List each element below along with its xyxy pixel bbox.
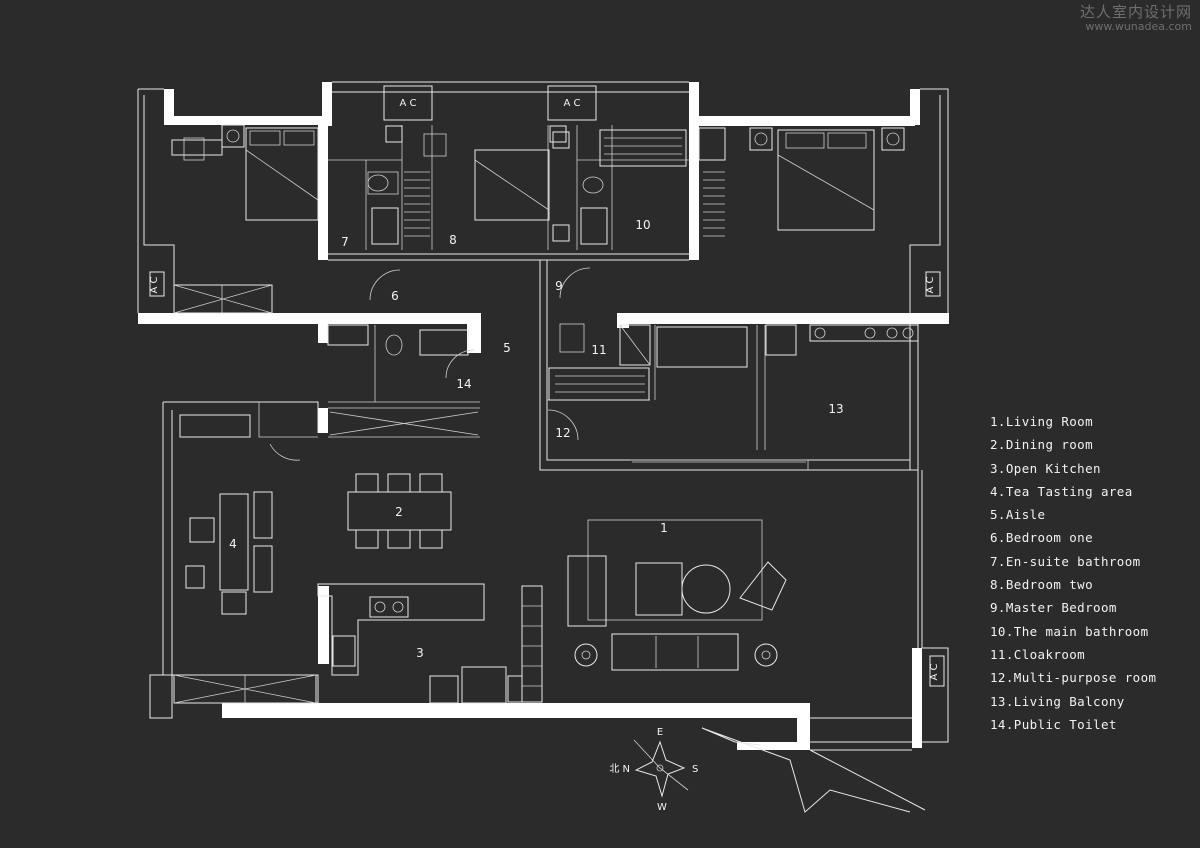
legend-item: 4.Tea Tasting area (990, 483, 1133, 499)
compass-star-icon (634, 740, 686, 798)
watermark-url: www.wunadea.com (1085, 20, 1192, 34)
walls (138, 82, 949, 750)
room-number: 3 (416, 646, 424, 660)
compass-north: 北 N (609, 763, 630, 775)
room-number: 2 (395, 505, 403, 519)
legend-item: 12.Multi-purpose room (990, 670, 1157, 686)
room-legend: 1.Living Room 2.Dining room 3.Open Kitch… (990, 412, 1156, 738)
room-numbers: 1 2 3 4 5 6 7 8 9 10 11 12 13 14 (229, 218, 843, 660)
central-block-furniture (367, 85, 687, 245)
ac-label: A C (149, 276, 160, 293)
legend-item: 1.Living Room (990, 414, 1094, 429)
ac-label: A C (929, 663, 940, 680)
legend-item: 11.Cloakroom (990, 646, 1086, 662)
legend-item: 5.Aisle (990, 507, 1046, 523)
room-number: 5 (503, 341, 511, 355)
door-swings (269, 267, 591, 461)
legend-item: 3.Open Kitchen (990, 460, 1101, 476)
dining-furniture (347, 473, 452, 549)
legend-item: 8.Bedroom two (990, 577, 1094, 593)
room-number: 6 (391, 289, 399, 303)
living-furniture (567, 519, 945, 687)
room-number: 10 (635, 218, 650, 232)
ac-labels: A C A C A C A C A C (149, 98, 940, 681)
bedroom-one-furniture (149, 124, 319, 314)
legend-item: 6.Bedroom one (990, 530, 1094, 546)
balcony-furniture (765, 324, 919, 356)
kitchen-furniture (317, 583, 543, 704)
room-number: 4 (229, 537, 237, 551)
room-number: 13 (828, 402, 843, 416)
legend-item: 7.En-suite bathroom (990, 553, 1141, 569)
ac-label: A C (399, 98, 416, 109)
legend-item: 2.Dining room (990, 437, 1094, 453)
outer-outline (137, 81, 949, 813)
legend-item: 14.Public Toilet (990, 716, 1117, 732)
compass: E 北 N S W (609, 727, 698, 813)
room-number: 7 (341, 235, 349, 249)
legend-item: 13.Living Balcony (990, 693, 1125, 709)
room-number: 8 (449, 233, 457, 247)
partitions (258, 125, 809, 470)
compass-south: S (692, 764, 698, 775)
room-number: 9 (555, 279, 563, 293)
master-bedroom-furniture (698, 127, 941, 297)
ac-label: A C (925, 276, 936, 293)
room-number: 12 (555, 426, 570, 440)
legend-item: 10.The main bathroom (990, 623, 1149, 639)
compass-west: W (657, 802, 667, 813)
public-toilet-furniture (327, 324, 479, 436)
tea-area-furniture (173, 414, 317, 704)
watermark-title: 达人室内设计网 (1079, 3, 1192, 21)
ac-label: A C (563, 98, 580, 109)
room-number: 14 (456, 377, 471, 391)
watermark: 达人室内设计网 www.wunadea.com (1079, 3, 1192, 34)
legend-item: 9.Master Bedroom (990, 600, 1117, 616)
compass-east: E (657, 727, 663, 738)
room-number: 11 (591, 343, 606, 357)
room-number: 1 (660, 521, 668, 535)
cloakroom-furniture (548, 323, 748, 401)
